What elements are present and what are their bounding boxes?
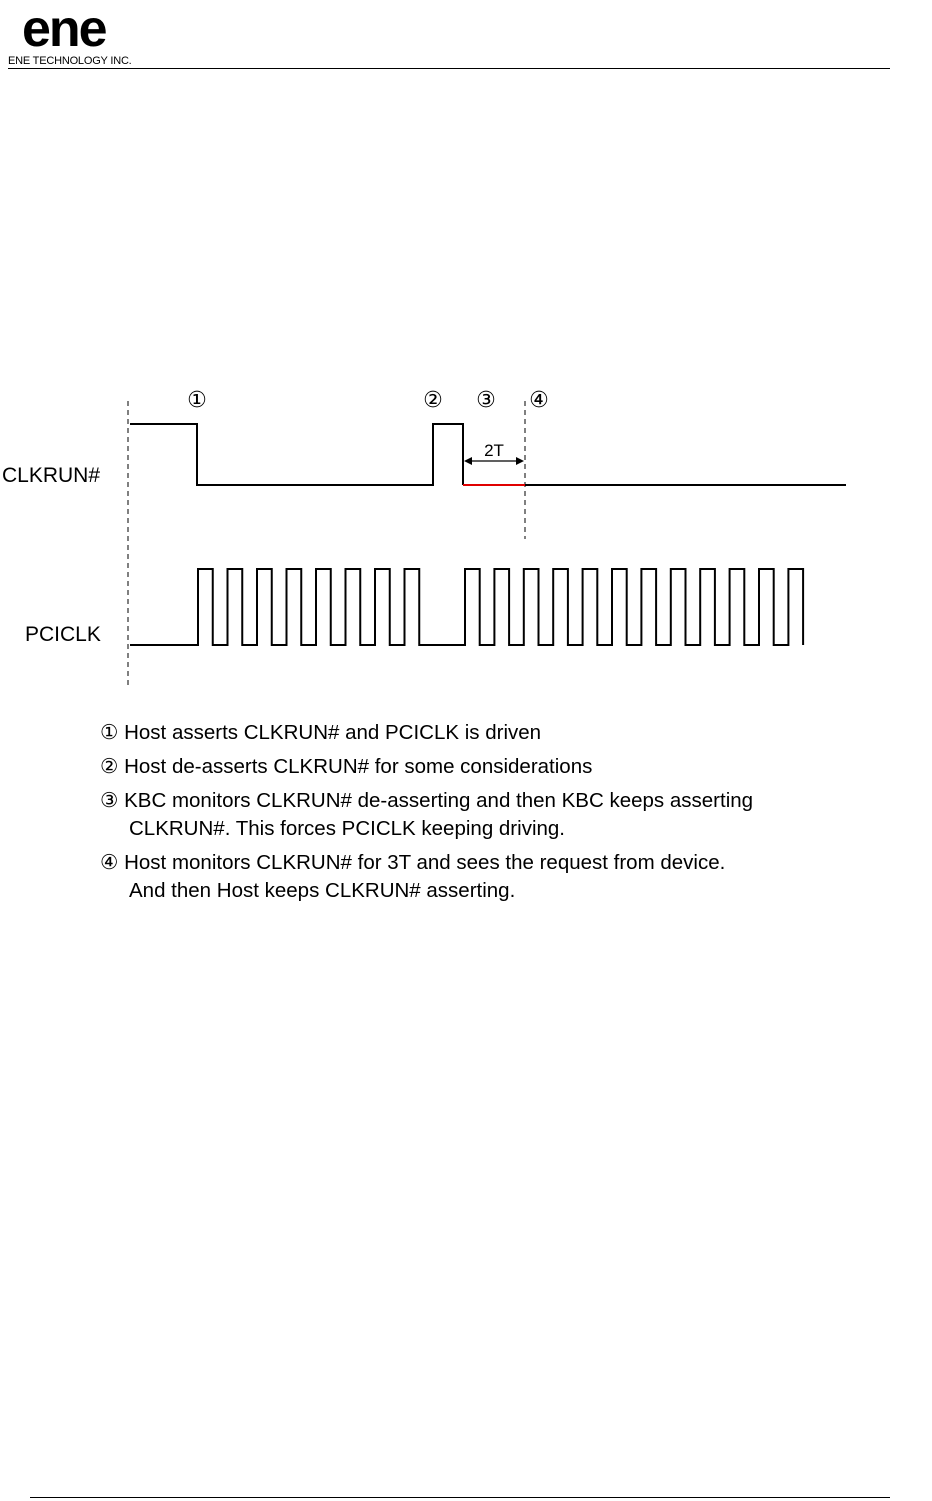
- note-2: ② Host de-asserts CLKRUN# for some consi…: [100, 752, 900, 782]
- note-4-marker: ④: [100, 851, 119, 874]
- ene-logo: ene: [22, 0, 108, 58]
- notes-list: ① Host asserts CLKRUN# and PCICLK is dri…: [100, 718, 900, 910]
- note-1-text: Host asserts CLKRUN# and PCICLK is drive…: [124, 721, 542, 744]
- page-header: ene ENE TECHNOLOGY INC.: [0, 0, 932, 72]
- note-3-marker: ③: [100, 789, 119, 812]
- marker-4: ④: [529, 388, 549, 413]
- note-3-text: KBC monitors CLKRUN# de-asserting and th…: [124, 789, 754, 812]
- marker-3: ③: [476, 388, 496, 413]
- timing-diagram: ① ② ③ ④ CLKRUN# PCICLK 2T: [2, 388, 846, 687]
- marker-1: ①: [187, 388, 207, 413]
- interval-label: 2T: [484, 441, 504, 460]
- pciclk-label: PCICLK: [25, 623, 101, 646]
- note-3: ③ KBC monitors CLKRUN# de-asserting and …: [100, 786, 900, 844]
- note-4: ④ Host monitors CLKRUN# for 3T and sees …: [100, 848, 900, 906]
- marker-2: ②: [423, 388, 443, 413]
- footer-divider: [30, 1497, 890, 1498]
- note-1-marker: ①: [100, 721, 119, 744]
- note-4-text: Host monitors CLKRUN# for 3T and sees th…: [124, 851, 726, 874]
- interval-arrow-right-head: [516, 457, 524, 465]
- note-3-continuation: CLKRUN#. This forces PCICLK keeping driv…: [129, 817, 565, 840]
- note-1: ① Host asserts CLKRUN# and PCICLK is dri…: [100, 718, 900, 748]
- interval-arrow-left-head: [464, 457, 472, 465]
- note-2-marker: ②: [100, 755, 119, 778]
- header-divider: [8, 68, 890, 69]
- pciclk-waveform: [130, 568, 805, 646]
- note-4-continuation: And then Host keeps CLKRUN# asserting.: [129, 879, 516, 902]
- company-name: ENE TECHNOLOGY INC.: [8, 55, 132, 67]
- clkrun-label: CLKRUN#: [2, 464, 100, 487]
- clkrun-waveform: [130, 423, 464, 486]
- note-2-text: Host de-asserts CLKRUN# for some conside…: [124, 755, 593, 778]
